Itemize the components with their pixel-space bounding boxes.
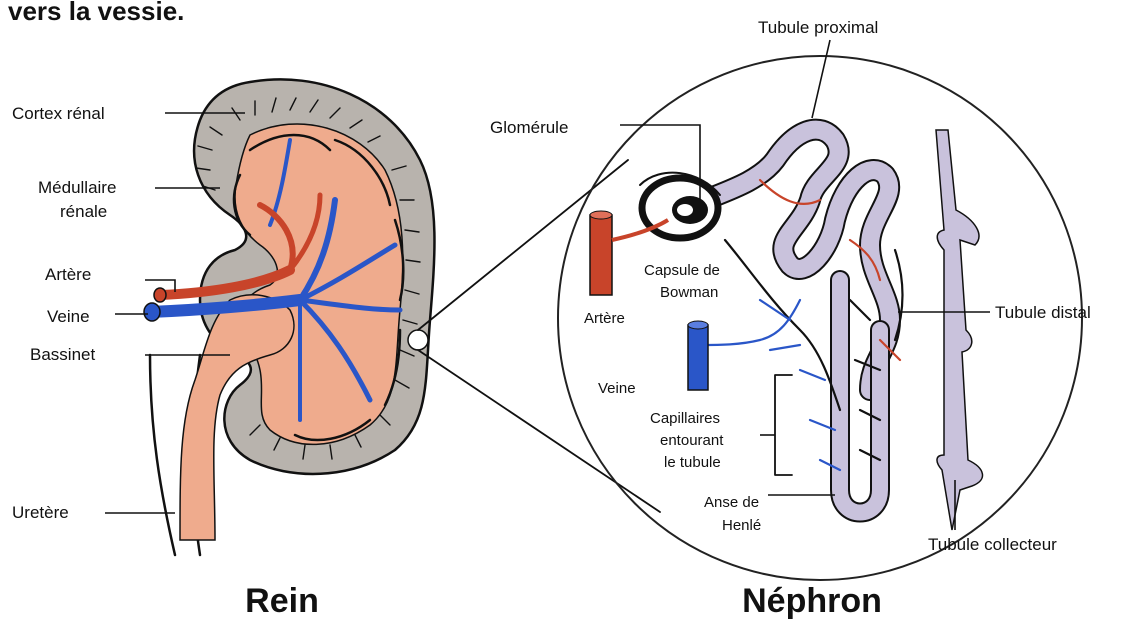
collecting-tubule-shape [936,130,983,530]
kidney-illustration [144,79,434,555]
label-vein: Veine [47,307,90,326]
tubule-convolutions [705,130,890,390]
label-pelvis: Bassinet [30,345,95,364]
label-nephron-artery: Artère [584,310,625,327]
label-nephron-vein: Veine [598,380,636,397]
zoom-wedge [418,160,660,512]
label-distal-tubule: Tubule distal [995,303,1091,322]
kidney-title: Rein [245,582,319,619]
label-medulla-line1: Médullaire [38,178,116,197]
label-bowman-line1: Capsule de [644,262,720,279]
label-artery: Artère [45,265,91,284]
artery-opening [154,288,166,302]
nephron-vein-vessel [688,321,708,390]
label-collecting-tubule: Tubule collecteur [928,535,1057,554]
label-bowman-line2: Bowman [660,284,718,301]
label-cortex: Cortex rénal [12,104,105,123]
label-capillaries-line2: entourant [660,432,724,449]
label-medulla-line2: rénale [60,202,107,221]
label-capillaries-line3: le tubule [664,454,721,471]
label-loop-line2: Henlé [722,517,761,534]
vein-opening [144,303,160,321]
header-text: vers la vessie. [8,0,184,26]
label-glomerulus: Glomérule [490,118,568,137]
capillaries-bracket [775,375,792,475]
label-proximal-tubule: Tubule proximal [758,18,878,37]
label-capillaries-line1: Capillaires [650,410,720,427]
label-ureter: Uretère [12,503,69,522]
nephron-location-marker [408,330,428,350]
loop-of-henle [840,280,880,513]
nephron-title: Néphron [742,582,882,619]
label-loop-line1: Anse de [704,494,759,511]
